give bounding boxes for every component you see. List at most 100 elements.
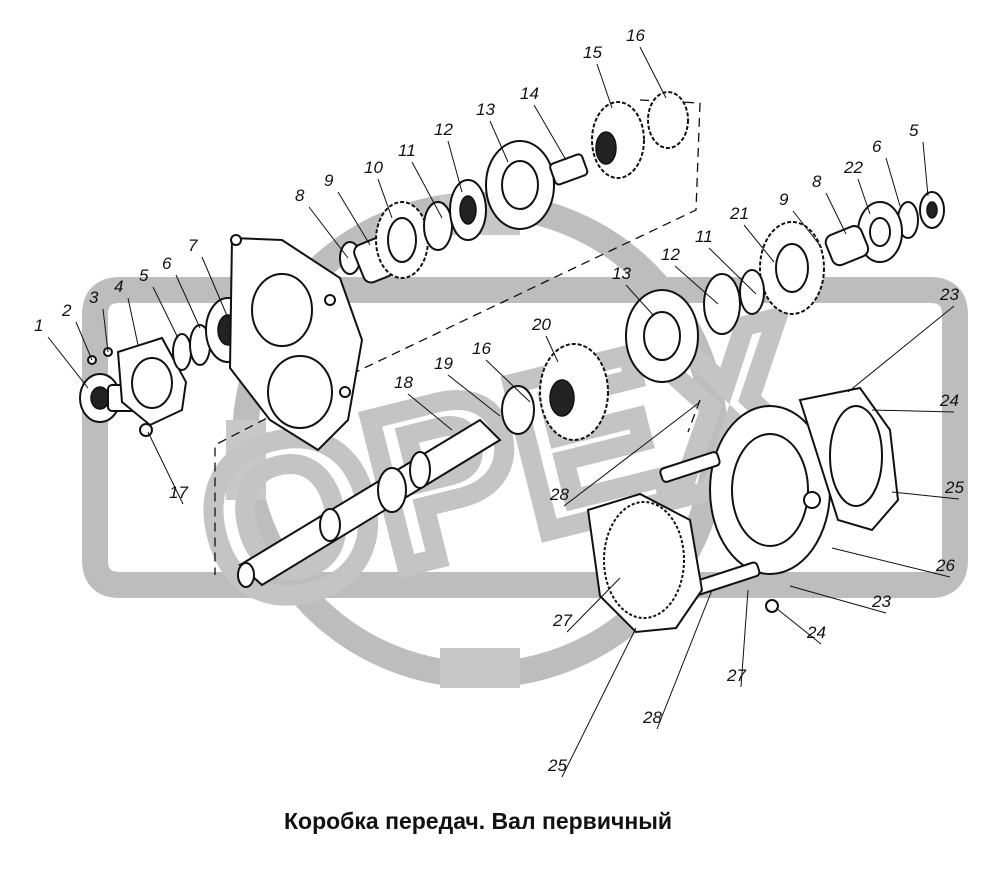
synchro-ring-12	[449, 179, 487, 241]
leader-line-c28a	[563, 401, 701, 507]
leader-line-c28b	[656, 589, 713, 730]
callout-label-c3: 3	[89, 288, 99, 307]
ring-11b	[739, 269, 765, 315]
callout-label-c28a: 28	[549, 485, 569, 504]
callout-label-c24b: 24	[806, 623, 826, 642]
synchronizer-hub-13	[485, 140, 555, 230]
leader-line-c3	[102, 308, 109, 353]
callout-label-c27b: 27	[726, 666, 746, 685]
needle-bearing-b	[824, 225, 870, 267]
callout-label-c5b: 5	[909, 121, 919, 140]
leader-line-c19	[447, 374, 501, 417]
input-shaft-18	[237, 418, 502, 588]
leader-line-c15	[596, 63, 613, 109]
leader-line-c23b	[789, 585, 887, 614]
leader-line-c9b	[792, 210, 823, 249]
leader-line-c16a	[639, 46, 667, 99]
leader-line-c8b	[825, 192, 847, 235]
gear-16	[647, 91, 689, 149]
callout-label-c9b: 9	[779, 190, 789, 209]
gear-ring-11	[423, 201, 453, 251]
bearing-22	[857, 201, 903, 263]
leader-line-c24b	[775, 607, 822, 645]
synchro-ring-12b	[703, 273, 741, 335]
gear-20	[539, 343, 609, 441]
callout-leader-lines	[47, 46, 960, 778]
callout-label-c23b: 23	[871, 592, 891, 611]
leader-line-c13	[489, 120, 509, 163]
leader-line-c20	[545, 335, 559, 363]
callout-label-c13: 13	[476, 100, 495, 119]
callout-label-c13b: 13	[612, 264, 631, 283]
gear-21	[759, 221, 825, 315]
alignment-guides	[214, 99, 701, 575]
callout-label-c14: 14	[520, 84, 539, 103]
callout-label-c16b: 16	[472, 339, 491, 358]
pins-28	[659, 451, 761, 597]
shaft-stub-14	[549, 153, 589, 186]
callout-label-c24a: 24	[939, 391, 959, 410]
bearing-19	[501, 385, 535, 435]
cover-plate-24	[798, 386, 900, 532]
leader-line-c2	[75, 321, 93, 361]
seal-rings	[172, 324, 211, 371]
leader-line-c13b	[625, 284, 655, 317]
leader-line-c7	[201, 256, 229, 319]
leader-line-c25a	[891, 491, 960, 500]
gasket-plate	[116, 336, 188, 427]
callout-label-c26: 26	[935, 556, 955, 575]
leader-line-c18	[407, 393, 453, 431]
callout-label-c23a: 23	[939, 285, 959, 304]
leader-line-c27a	[566, 577, 621, 633]
callout-label-c5: 5	[139, 266, 149, 285]
callout-label-c11b: 11	[695, 227, 713, 246]
callout-label-c9: 9	[324, 171, 334, 190]
friction-disc-27	[586, 492, 704, 634]
callout-label-c19: 19	[434, 354, 453, 373]
leader-line-c24a	[871, 409, 955, 413]
diagram-caption: Коробка передач. Вал первичный	[283, 808, 672, 834]
gear-10	[375, 201, 429, 279]
callout-label-c27a: 27	[552, 611, 572, 630]
callout-label-c20: 20	[531, 315, 551, 334]
leader-line-c9	[337, 191, 371, 246]
callout-label-c16a: 16	[626, 26, 645, 45]
callout-label-c22: 22	[843, 158, 863, 177]
callout-label-c11: 11	[398, 141, 416, 160]
callout-label-c6: 6	[162, 254, 172, 273]
leader-line-c11	[411, 161, 443, 219]
leader-line-c27b	[740, 589, 749, 688]
leader-line-c6	[175, 274, 201, 329]
callout-label-c12: 12	[434, 120, 453, 139]
callout-label-c1: 1	[34, 316, 43, 335]
leader-line-c10	[377, 178, 393, 219]
callout-label-c28b: 28	[642, 708, 662, 727]
callout-label-c7: 7	[188, 236, 198, 255]
leader-line-c12	[447, 140, 463, 193]
leader-line-c5b	[922, 141, 929, 197]
leader-line-c17	[147, 431, 184, 505]
leader-line-c5	[152, 286, 179, 339]
callout-label-c8b: 8	[812, 172, 822, 191]
callout-label-c8: 8	[295, 186, 305, 205]
gear-15	[591, 101, 645, 179]
leader-line-c4	[127, 297, 139, 346]
leader-line-c16b	[485, 359, 531, 403]
synchronizer-hub-13b	[625, 289, 699, 383]
callout-label-c21: 21	[729, 204, 749, 223]
callout-label-c10: 10	[364, 158, 383, 177]
leader-line-c21	[743, 224, 775, 263]
leader-line-c23a	[847, 305, 955, 393]
end-bearing	[919, 191, 945, 229]
leader-line-c14	[533, 104, 567, 161]
ball-24	[765, 599, 779, 613]
gearbox-exploded-diagram: OPEX	[34, 26, 968, 778]
callout-label-c18: 18	[394, 373, 413, 392]
clutch-housing-flange	[228, 234, 364, 452]
callout-labels: 1234567891011121314151656228921111213201…	[34, 26, 964, 775]
leader-line-c26	[831, 547, 951, 578]
callout-label-c6b: 6	[872, 137, 882, 156]
callout-label-c2: 2	[61, 301, 72, 320]
callout-label-c17: 17	[169, 483, 188, 502]
callout-label-c25a: 25	[944, 478, 964, 497]
